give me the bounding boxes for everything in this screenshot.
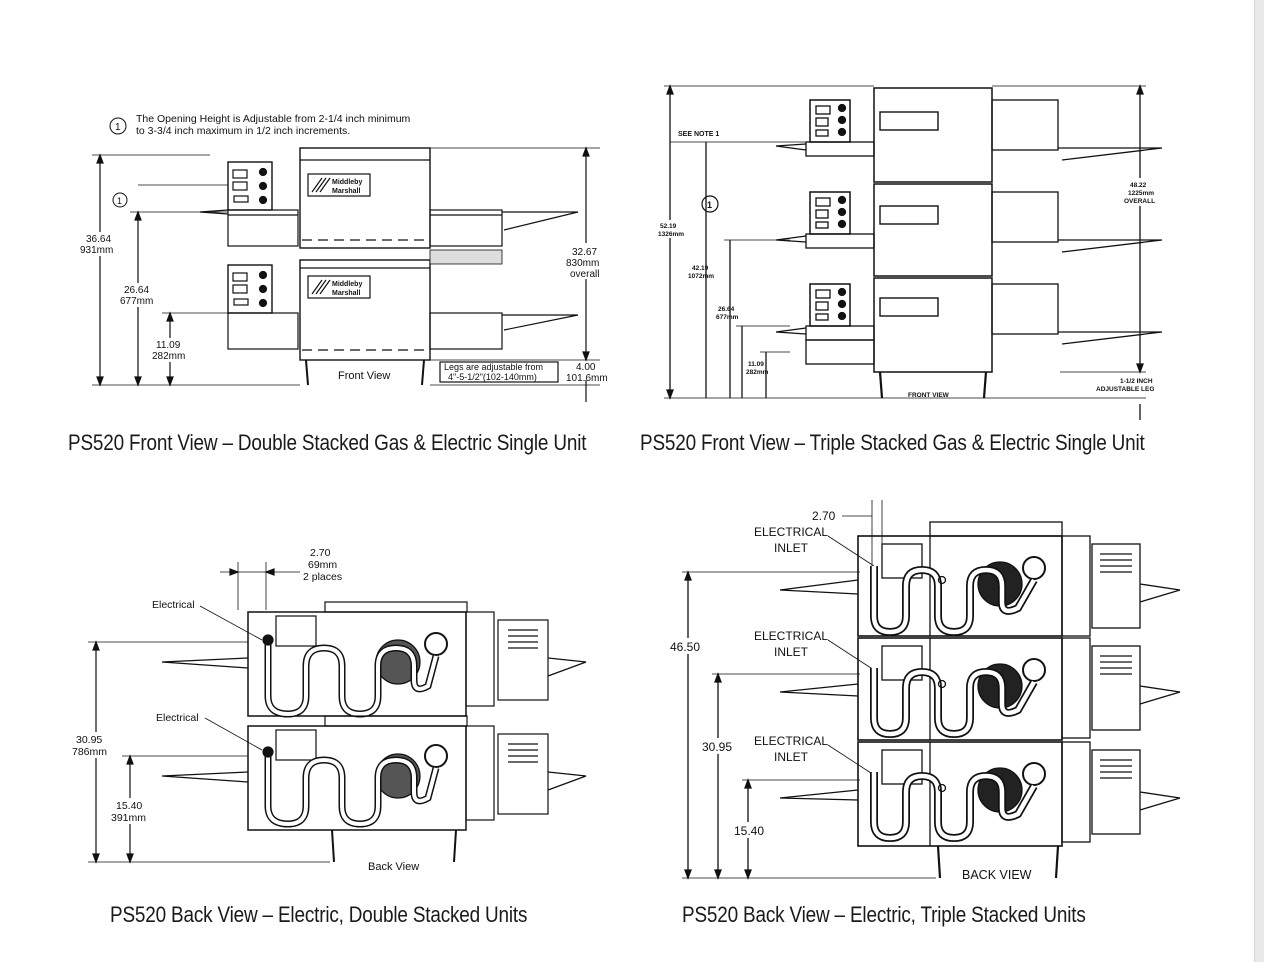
dim-low-in: 11.09 bbox=[156, 340, 181, 351]
dim-overall-in: 30.95 bbox=[76, 734, 102, 746]
figure-back-double: 2.70 69mm 2 places Electrical Electrical bbox=[0, 480, 630, 950]
dim-mid-in: 26.64 bbox=[124, 285, 149, 296]
legs-line-2: 4"-5-1/2"(102-140mm) bbox=[448, 372, 537, 382]
note-line-2: to 3-3/4 inch maximum in 1/2 inch increm… bbox=[136, 125, 350, 137]
dim-overall-mm: 931mm bbox=[80, 245, 113, 256]
note-symbol: 1 bbox=[115, 122, 121, 133]
view-label: FRONT VIEW bbox=[908, 392, 950, 399]
caption-front-triple: PS520 Front View – Triple Stacked Gas & … bbox=[640, 430, 1145, 455]
leg-line-1: 1-1/2 INCH bbox=[1120, 378, 1153, 385]
caption-front-double: PS520 Front View – Double Stacked Gas & … bbox=[68, 430, 587, 455]
dim-right-note: overall bbox=[570, 269, 599, 280]
note-line-1: The Opening Height is Adjustable from 2-… bbox=[136, 113, 411, 125]
brand-line-1: Middleby bbox=[332, 179, 362, 186]
dim-right-mm: 830mm bbox=[566, 258, 599, 269]
oven-stack-front-double: Middleby Marshall Middleby Marshall bbox=[199, 147, 579, 386]
inlet-2-line-2: INLET bbox=[774, 645, 809, 659]
brand-line-2b: Marshall bbox=[332, 290, 360, 297]
dim-right-in: 32.67 bbox=[572, 247, 597, 258]
dim-mid-in: 42.19 bbox=[692, 265, 709, 272]
dim-low-mm: 282mm bbox=[152, 351, 185, 362]
leg-in: 4.00 bbox=[576, 362, 596, 373]
dim-low-in: 15.40 bbox=[734, 824, 764, 838]
caption-back-double: PS520 Back View – Electric, Double Stack… bbox=[110, 902, 528, 927]
brand-line-2: Marshall bbox=[332, 188, 360, 195]
dim-overall-in: 52.19 bbox=[660, 223, 677, 230]
dim-low-in: 11.09 bbox=[748, 361, 764, 368]
dim-mid-mm: 677mm bbox=[120, 296, 153, 307]
oven-stack-back-triple bbox=[779, 521, 1181, 879]
dim-low-mm: 391mm bbox=[111, 812, 146, 824]
inlet-2-line-1: ELECTRICAL bbox=[754, 629, 828, 643]
oven-stack-front-triple bbox=[775, 87, 1163, 399]
figure-front-triple: SEE NOTE 1 52.19 1326mm 1 42.19 1072mm 2… bbox=[630, 0, 1260, 470]
dim-overall-mm: 1326mm bbox=[658, 231, 684, 238]
see-note: SEE NOTE 1 bbox=[678, 131, 719, 138]
brand-line-1b: Middleby bbox=[332, 281, 362, 288]
dim-mid-in: 30.95 bbox=[702, 740, 732, 754]
view-label: BACK VIEW bbox=[962, 868, 1032, 882]
dim-right-note: OVERALL bbox=[1124, 198, 1155, 205]
top-dim-in: 2.70 bbox=[812, 509, 836, 523]
electrical-label-2: Electrical bbox=[156, 712, 199, 724]
dim-overall-in: 36.64 bbox=[86, 234, 111, 245]
legs-line-1: Legs are adjustable from bbox=[444, 362, 543, 372]
view-label: Front View bbox=[338, 370, 390, 382]
dim-right-mm: 1225mm bbox=[1128, 190, 1154, 197]
dim-low-in: 15.40 bbox=[116, 800, 142, 812]
dim-overall-in: 46.50 bbox=[670, 640, 700, 654]
inlet-3-line-2: INLET bbox=[774, 750, 809, 764]
inlet-3-line-1: ELECTRICAL bbox=[754, 734, 828, 748]
dim-overall-mm: 786mm bbox=[72, 746, 107, 758]
top-dim-mm: 69mm bbox=[308, 559, 337, 571]
leg-mm: 101.6mm bbox=[566, 373, 608, 384]
top-dim-note: 2 places bbox=[303, 571, 342, 583]
view-label: Back View bbox=[368, 861, 419, 873]
figure-front-double: 1 The Opening Height is Adjustable from … bbox=[0, 0, 630, 470]
marker-symbol: 1 bbox=[707, 200, 712, 210]
inlet-1-line-1: ELECTRICAL bbox=[754, 525, 828, 539]
inlet-1-line-2: INLET bbox=[774, 541, 809, 555]
oven-stack-back-double bbox=[161, 601, 587, 863]
top-dim-in: 2.70 bbox=[310, 547, 331, 559]
dim-right-in: 48.22 bbox=[1130, 182, 1147, 189]
page-scrollbar[interactable] bbox=[1254, 0, 1264, 962]
dim-low2-mm: 677mm bbox=[716, 314, 739, 321]
leg-line-2: ADJUSTABLE LEG bbox=[1096, 386, 1154, 393]
caption-back-triple: PS520 Back View – Electric, Triple Stack… bbox=[682, 902, 1086, 927]
electrical-label-1: Electrical bbox=[152, 599, 195, 611]
dim-low-mm: 282mm bbox=[746, 369, 769, 376]
dim-low2-in: 26.64 bbox=[718, 306, 735, 313]
figure-back-triple: 2.70 ELECTRICAL INLET ELECTRICAL INLET E… bbox=[630, 480, 1260, 950]
marker-symbol: 1 bbox=[117, 196, 122, 206]
dim-mid-mm: 1072mm bbox=[688, 273, 714, 280]
